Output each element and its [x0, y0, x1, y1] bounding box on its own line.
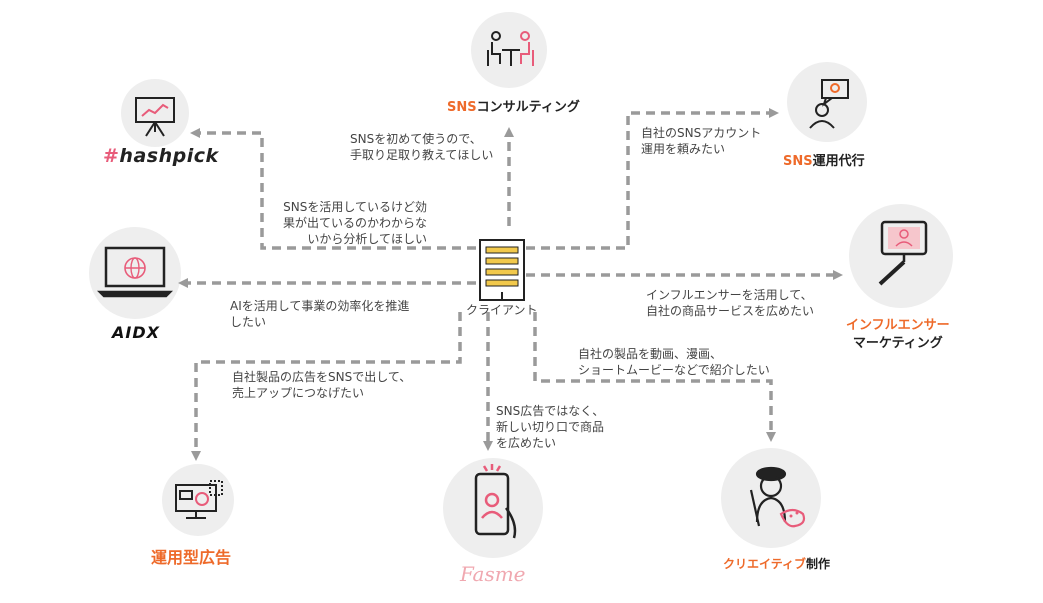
ad-monitor-icon	[175, 480, 223, 519]
consulting-title: SNSコンサルティング	[447, 96, 580, 115]
message-fasme: SNS広告ではなく、 新しい切り口で商品 を広めたい	[496, 404, 605, 450]
laptop-globe-icon	[96, 246, 174, 298]
idea-person-icon	[809, 79, 849, 129]
message-consulting: SNSを初めて使うので、 手取り足取り教えてほしい	[350, 132, 494, 162]
ads-title: 運用型広告	[151, 548, 232, 567]
message-unyo: 自社のSNSアカウント 運用を頼みたい	[641, 126, 762, 156]
aidx-circle	[89, 227, 181, 319]
selfie-stick-icon	[878, 220, 928, 286]
hashpick-name: hashpick	[119, 145, 219, 167]
arrow-creative	[533, 312, 776, 442]
creative-rest-text: 制作	[806, 557, 831, 571]
influencer-title-line1: インフルエンサー	[846, 318, 950, 333]
consulting-sns-text: SNS	[447, 100, 477, 115]
presentation-icon	[135, 97, 175, 137]
consulting-rest-text: コンサルティング	[476, 100, 580, 115]
aidx-logo: AIDX	[112, 323, 160, 342]
message-aidx: AIを活用して事業の効率化を推進 したい	[230, 299, 410, 329]
arrow-ads	[191, 312, 462, 461]
client-label: クライアント	[466, 303, 538, 317]
fasme-circle	[443, 458, 543, 558]
unyo-sns-text: SNS	[783, 154, 813, 169]
message-creative: 自社の製品を動画、漫画、 ショートムービーなどで紹介したい	[578, 347, 770, 377]
influencer-circle	[849, 204, 953, 308]
fasme-logo: Fasme	[460, 562, 526, 586]
smartphone-user-icon	[474, 464, 517, 539]
meeting-icon	[487, 31, 534, 66]
arrow-hashpick	[190, 128, 476, 250]
creative-orange-text: クリエイティブ	[723, 557, 807, 571]
influencer-title-line2: マーケティング	[852, 336, 943, 351]
arrow-unyo	[526, 108, 779, 250]
message-influencer: インフルエンサーを活用して、 自社の商品サービスを広めたい	[646, 288, 815, 318]
building-icon	[479, 239, 525, 301]
unyo-title: SNS運用代行	[783, 150, 865, 169]
unyo-rest-text: 運用代行	[812, 154, 865, 169]
message-hashpick: SNSを活用しているけど効 果が出ているのかわからな いから分析してほしい	[283, 200, 428, 246]
creative-title: クリエイティブ制作	[723, 555, 830, 572]
hashpick-hash: #	[103, 145, 120, 167]
message-ads: 自社製品の広告をSNSで出して、 売上アップにつなげたい	[232, 370, 412, 400]
hashpick-logo: #hashpick	[103, 145, 219, 167]
ads-circle	[162, 464, 234, 536]
influencer-title: インフルエンサー マーケティング	[846, 317, 950, 353]
painter-icon	[749, 466, 806, 528]
